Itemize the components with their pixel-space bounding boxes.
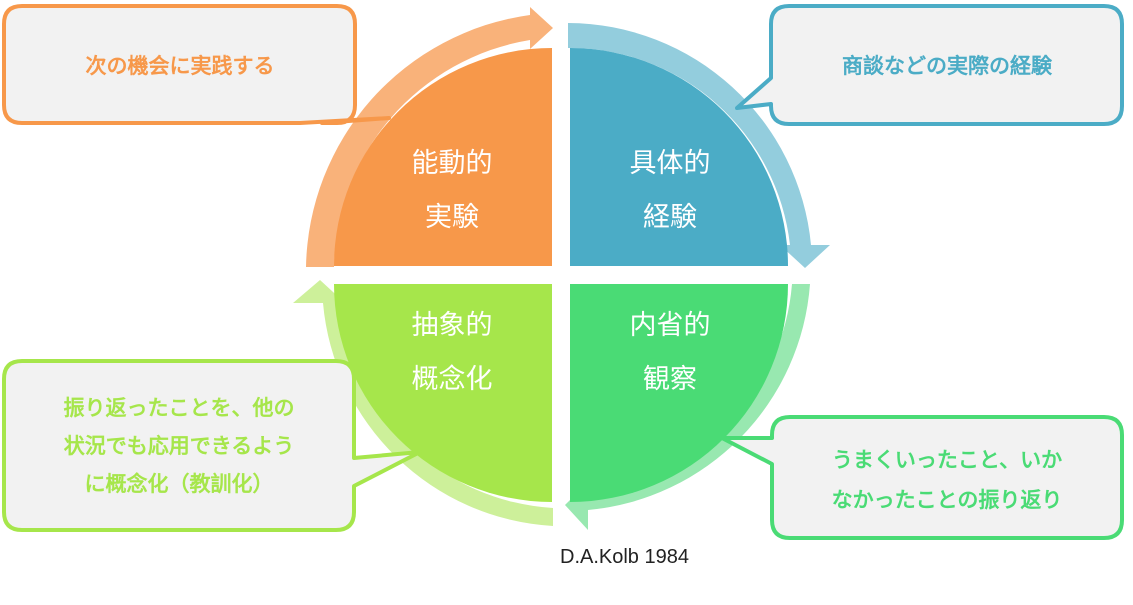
label-concrete-experience-1: 具体的	[630, 148, 711, 179]
callout-bottom-left: 振り返ったことを、他の 状況でも応用できるよう に概念化（教訓化）	[2, 359, 422, 532]
label-concrete-experience-2: 経験	[643, 202, 697, 233]
label-abstract-conceptualization-1: 抽象的	[412, 310, 493, 341]
callout-bottom-left-line-2: 状況でも応用できるよう	[64, 434, 295, 458]
callout-bottom-right-line-2: なかったことの振り返り	[832, 488, 1063, 512]
quadrant-concrete-experience	[570, 48, 788, 266]
ring-arrow-top-right	[568, 23, 830, 268]
callout-bottom-right: うまくいったこと、いか なかったことの振り返り	[720, 415, 1124, 540]
callout-top-right: 商談などの実際の経験	[735, 4, 1124, 126]
label-active-experimentation-2: 実験	[425, 202, 479, 233]
ring-arrow-top-left	[306, 7, 553, 267]
label-reflective-observation-1: 内省的	[630, 310, 711, 341]
ring-arrow-bottom-right	[565, 284, 810, 530]
ring-arrow-bottom-left	[293, 280, 553, 526]
callout-bottom-left-line-1: 振り返ったことを、他の	[64, 396, 295, 420]
label-abstract-conceptualization-2: 概念化	[412, 364, 493, 395]
cycle-ring	[293, 7, 830, 530]
callout-bottom-left-line-3: に概念化（教訓化）	[85, 472, 274, 496]
quadrant-reflective-observation	[570, 284, 788, 502]
citation: D.A.Kolb 1984	[560, 546, 689, 568]
label-reflective-observation-2: 観察	[643, 364, 697, 395]
callout-bottom-right-line-1: うまくいったこと、いか	[832, 448, 1062, 472]
callout-top-left: 次の機会に実践する	[2, 4, 391, 125]
quadrant-abstract-conceptualization	[334, 284, 552, 502]
callout-top-left-text: 次の機会に実践する	[86, 54, 275, 78]
quadrant-active-experimentation	[334, 48, 552, 266]
callout-top-right-text: 商談などの実際の経験	[842, 54, 1053, 78]
label-active-experimentation-1: 能動的	[412, 148, 493, 179]
